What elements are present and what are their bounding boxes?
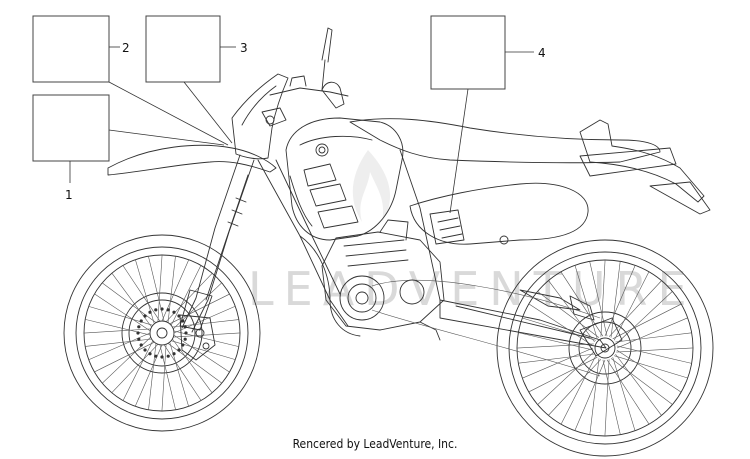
label-box-4[interactable]	[430, 15, 506, 90]
render-credit: Rencered by LeadVenture, Inc.	[292, 437, 458, 451]
label-box-1[interactable]	[32, 94, 110, 162]
exhaust	[579, 147, 677, 177]
callout-2: 2	[122, 41, 130, 55]
leader-lines	[69, 46, 534, 214]
callout-4: 4	[538, 46, 546, 60]
chain	[371, 280, 601, 377]
rear-wheel	[496, 239, 714, 457]
motorcycle-illustration	[63, 27, 714, 457]
label-box-2[interactable]	[32, 15, 110, 83]
rear-fender	[579, 119, 705, 203]
frame	[257, 149, 607, 349]
front-fender	[107, 144, 277, 176]
watermark-flame-icon	[352, 150, 391, 222]
fuel-tank	[285, 117, 404, 241]
handlebar	[261, 27, 349, 127]
callout-3: 3	[240, 41, 248, 55]
watermark: LEADVENTURE	[248, 262, 697, 316]
engine	[299, 219, 445, 341]
label-box-3[interactable]	[145, 15, 221, 83]
front-wheel	[63, 234, 261, 432]
headlight-cowl	[231, 73, 289, 160]
side-panel	[409, 182, 589, 245]
front-fork	[179, 154, 255, 333]
callout-1: 1	[65, 188, 73, 202]
seat	[349, 118, 661, 164]
